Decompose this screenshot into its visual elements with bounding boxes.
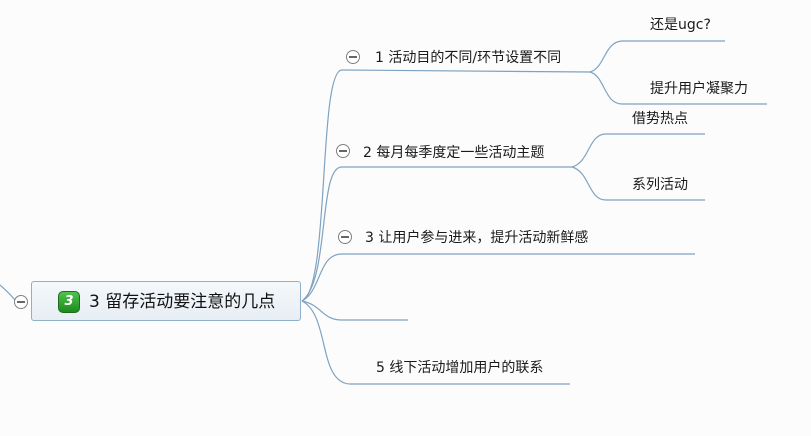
connector-branch-2 (301, 166, 572, 302)
connector-branch-1 (301, 69, 591, 302)
child-2-1-label[interactable]: 借势热点 (632, 111, 688, 127)
collapse-branch-2-icon[interactable] (336, 144, 350, 158)
collapse-branch-1-icon[interactable] (346, 50, 360, 64)
child-1-2-label[interactable]: 提升用户凝聚力 (650, 81, 748, 97)
connector-child-2-1 (571, 133, 705, 168)
branch-3-label[interactable]: 3 让用户参与进来，提升活动新鲜感 (365, 230, 589, 246)
connector-child-1-1 (589, 40, 725, 73)
central-topic-label: 3 留存活动要注意的几点 (89, 292, 276, 312)
branch-1-label[interactable]: 1 活动目的不同/环节设置不同 (375, 50, 562, 66)
central-topic[interactable]: 3 3 留存活动要注意的几点 (31, 281, 301, 321)
connector-branch-5 (301, 300, 570, 385)
priority-3-icon: 3 (58, 291, 80, 313)
branch-5-label[interactable]: 5 线下活动增加用户的联系 (376, 360, 544, 376)
connector-child-2-2 (571, 166, 705, 201)
collapse-branch-3-icon[interactable] (338, 230, 352, 244)
connector-child-1-2 (589, 71, 767, 105)
connector-branch-4 (301, 300, 408, 321)
collapse-parent-icon[interactable] (14, 295, 28, 309)
child-1-1-label[interactable]: 还是ugc? (650, 17, 711, 33)
connector-branch-3 (301, 253, 695, 302)
child-2-2-label[interactable]: 系列活动 (632, 177, 688, 193)
branch-2-label[interactable]: 2 每月每季度定一些活动主题 (363, 145, 545, 161)
